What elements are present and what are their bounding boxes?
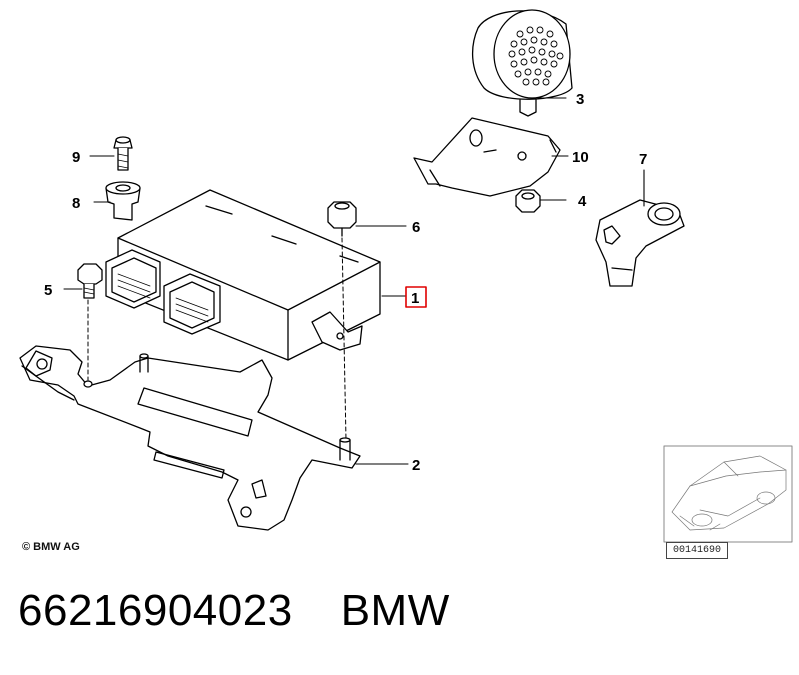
bolt [77, 263, 103, 299]
alignment-lines [87, 237, 347, 441]
callout-8: 8 [72, 195, 80, 212]
callout-2: 2 [412, 457, 420, 474]
sensor [595, 199, 685, 287]
diagram-id: 00141690 [666, 542, 728, 559]
speaker [471, 9, 573, 117]
callout-1: 1 [411, 290, 419, 307]
small-nut [515, 189, 541, 213]
callout-3: 3 [576, 91, 584, 108]
callout-10: 10 [572, 149, 589, 166]
copyright-text: © BMW AG [22, 541, 80, 553]
part-number: 66216904023 [18, 586, 293, 635]
callout-9: 9 [72, 149, 80, 166]
callout-7: 7 [639, 151, 647, 168]
callout-6: 6 [412, 219, 420, 236]
speaker-bracket [413, 117, 561, 197]
callout-4: 4 [578, 193, 587, 210]
part-footer: 66216904023 BMW [18, 586, 450, 636]
callout-5: 5 [44, 282, 52, 299]
grommet [105, 181, 141, 221]
vehicle-thumbnail [663, 445, 793, 543]
hex-nut [327, 201, 357, 237]
highlight-box [405, 286, 427, 308]
mounting-bracket [19, 345, 361, 531]
control-unit [105, 189, 381, 361]
leader-lines [63, 97, 645, 465]
brand-name: BMW [340, 586, 450, 635]
screw [113, 136, 133, 171]
